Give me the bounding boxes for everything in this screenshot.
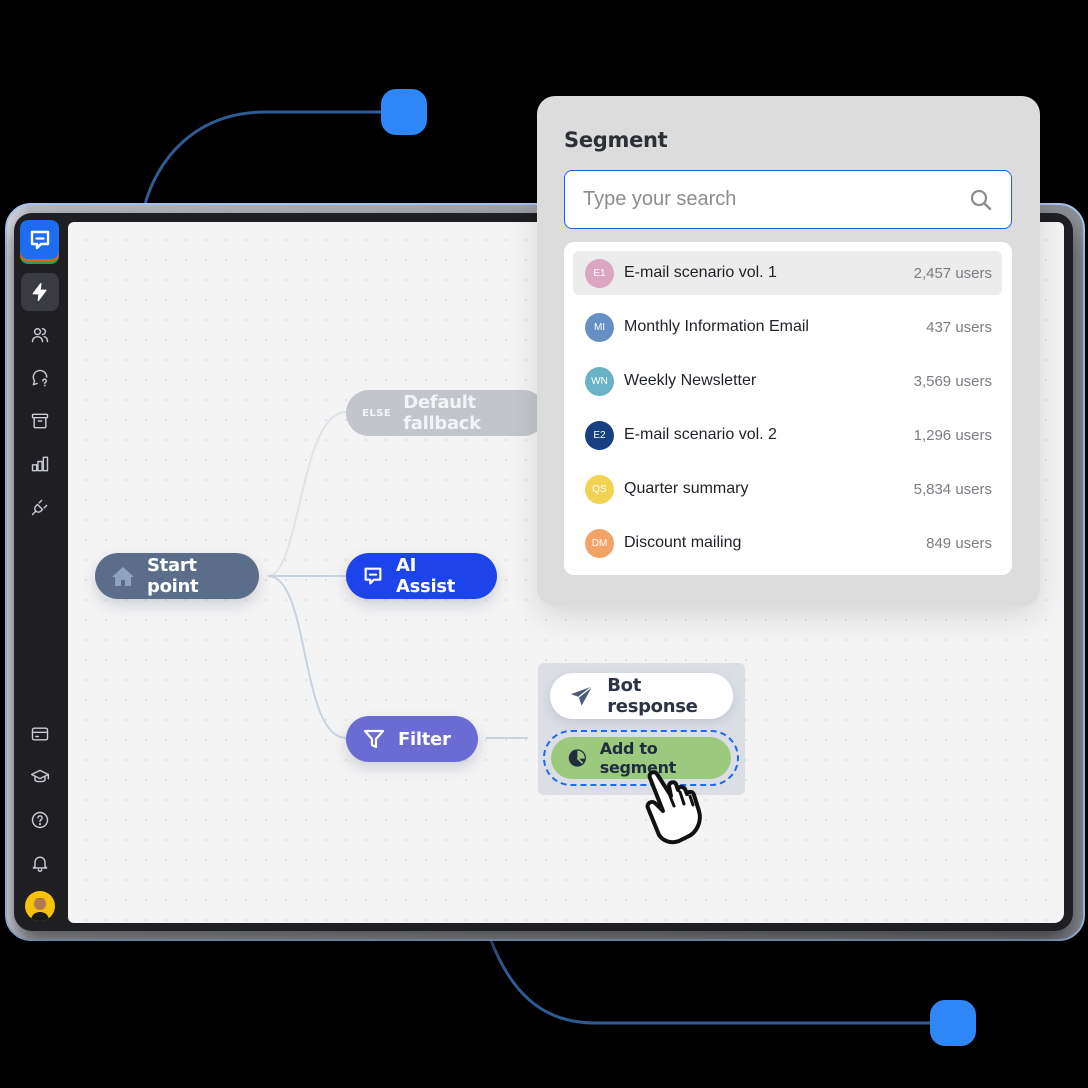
- segment-badge: E2: [585, 420, 614, 450]
- node-bot-label: Bot response: [607, 675, 698, 717]
- sidebar-item-conversations[interactable]: [21, 359, 59, 397]
- segment-list: E1 E-mail scenario vol. 1 2,457 users MI…: [564, 242, 1012, 575]
- sidebar-item-integrations[interactable]: [21, 488, 59, 526]
- filter-icon: [363, 729, 385, 749]
- segment-name: Weekly Newsletter: [624, 372, 757, 389]
- segment-name: Quarter summary: [624, 480, 749, 497]
- segment-list-item[interactable]: QS Quarter summary 5,834 users: [573, 467, 1002, 511]
- segment-search-box[interactable]: [564, 170, 1012, 229]
- sidebar-item-help[interactable]: [21, 801, 59, 839]
- sidebar-item-archive[interactable]: [21, 402, 59, 440]
- segment-list-item[interactable]: WN Weekly Newsletter 3,569 users: [573, 359, 1002, 403]
- node-default-fallback[interactable]: ELSE Default fallback: [346, 390, 546, 436]
- segment-user-count: 3,569 users: [913, 372, 992, 390]
- segment-user-count: 849 users: [926, 534, 992, 552]
- node-filter[interactable]: Filter: [346, 716, 478, 762]
- help-circle-icon: [31, 811, 49, 829]
- node-else-label: Default fallback: [403, 392, 481, 434]
- hand-cursor-icon: [645, 770, 702, 845]
- segment-badge: E1: [585, 258, 614, 288]
- graduation-cap-icon: [30, 769, 50, 783]
- segment-search-input[interactable]: [583, 171, 953, 227]
- segment-user-count: 5,834 users: [913, 480, 992, 498]
- segment-name: Discount mailing: [624, 534, 742, 551]
- paper-plane-icon: [570, 685, 593, 706]
- pie-chart-icon: [568, 749, 587, 767]
- node-ai-assist[interactable]: AI Assist: [346, 553, 497, 599]
- segment-user-count: 2,457 users: [913, 264, 992, 282]
- bell-icon: [32, 856, 48, 872]
- node-ai-label: AI Assist: [396, 555, 456, 597]
- chat-logo-icon: [30, 230, 49, 249]
- search-icon[interactable]: [969, 188, 993, 212]
- user-avatar[interactable]: [25, 891, 55, 921]
- chat-bot-icon: [364, 567, 382, 585]
- sidebar-item-academy[interactable]: [21, 758, 59, 796]
- segment-list-item[interactable]: MI Monthly Information Email 437 users: [573, 305, 1002, 349]
- segment-list-item[interactable]: E2 E-mail scenario vol. 2 1,296 users: [573, 413, 1002, 457]
- users-icon: [31, 328, 49, 343]
- segment-badge: QS: [585, 474, 614, 504]
- home-icon: [112, 567, 134, 586]
- selection-outline: [543, 730, 739, 786]
- segment-list-item[interactable]: E1 E-mail scenario vol. 1 2,457 users: [573, 251, 1002, 295]
- node-filter-label: Filter: [398, 728, 451, 750]
- connector-handle-bottom[interactable]: [930, 1000, 976, 1046]
- segment-user-count: 437 users: [926, 318, 992, 336]
- credit-card-icon: [31, 727, 49, 741]
- connector-handle-top[interactable]: [381, 89, 427, 135]
- avatar-face-icon: [31, 898, 49, 921]
- segment-badge: DM: [585, 528, 614, 558]
- segment-name: E-mail scenario vol. 2: [624, 426, 777, 443]
- node-bot-response[interactable]: Bot response: [550, 673, 733, 719]
- archive-icon: [31, 413, 49, 429]
- node-add-to-segment[interactable]: Add to segment: [551, 737, 731, 779]
- segment-badge: MI: [585, 312, 614, 342]
- lightning-icon: [32, 282, 47, 302]
- chat-question-icon: [32, 369, 48, 387]
- sidebar-item-notifications[interactable]: [21, 844, 59, 882]
- node-start-point[interactable]: Start point: [95, 553, 259, 599]
- segment-name: E-mail scenario vol. 1: [624, 264, 777, 281]
- else-tag: ELSE: [362, 407, 392, 419]
- sidebar-item-reports[interactable]: [21, 445, 59, 483]
- segment-badge: WN: [585, 366, 614, 396]
- segment-user-count: 1,296 users: [913, 426, 992, 444]
- app-logo[interactable]: [20, 220, 59, 259]
- segment-list-item[interactable]: DM Discount mailing 849 users: [573, 521, 1002, 565]
- sidebar-item-contacts[interactable]: [21, 316, 59, 354]
- segment-name: Monthly Information Email: [624, 318, 809, 335]
- segment-panel-title: Segment: [564, 128, 668, 152]
- plug-icon: [31, 499, 48, 516]
- sidebar-item-automation[interactable]: [21, 273, 59, 311]
- node-start-label: Start point: [147, 555, 199, 597]
- sidebar-item-billing[interactable]: [21, 715, 59, 753]
- bar-chart-icon: [31, 456, 49, 472]
